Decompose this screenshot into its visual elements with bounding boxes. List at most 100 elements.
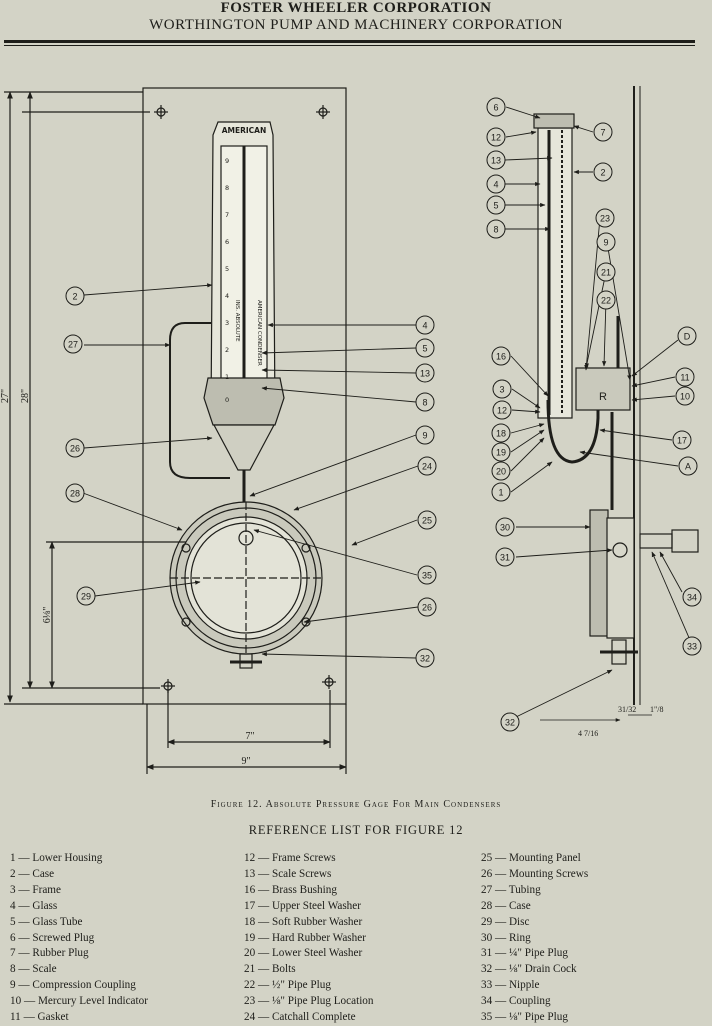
side-callout-label: 8 bbox=[493, 225, 498, 235]
front-callout-circle bbox=[76, 586, 96, 606]
front-callout-circle bbox=[415, 648, 435, 668]
reference-item: 1 — Lower Housing bbox=[10, 852, 103, 864]
side-callout-circle bbox=[675, 367, 695, 387]
scale-label-left: INS. ABSOLUTE bbox=[234, 300, 240, 342]
side-callout-circle bbox=[491, 442, 511, 462]
scale-num-4: 4 bbox=[225, 292, 229, 300]
side-callout-circle bbox=[486, 97, 506, 117]
front-callout-label: 32 bbox=[420, 654, 430, 664]
dim-label-height-inner: 28" bbox=[20, 389, 31, 403]
company-header: FOSTER WHEELER CORPORATION bbox=[220, 0, 492, 16]
front-callout-label: 4 bbox=[422, 321, 427, 331]
side-callout-circle bbox=[486, 219, 506, 239]
tubing bbox=[169, 322, 230, 479]
reference-item: 12 — Frame Screws bbox=[244, 852, 336, 864]
side-callout-circle bbox=[492, 379, 512, 399]
front-callout-label: 29 bbox=[81, 592, 91, 602]
scale-label-right: AMERICAN CONDENSER bbox=[256, 300, 262, 366]
front-callout-label: 24 bbox=[422, 462, 432, 472]
side-callout-circle bbox=[491, 482, 511, 502]
front-callout-circle bbox=[415, 363, 435, 383]
front-leaders bbox=[82, 283, 419, 659]
scale-num-9: 9 bbox=[225, 157, 229, 165]
side-callout-label: 32 bbox=[505, 718, 515, 728]
side-callout-label: 17 bbox=[677, 436, 687, 446]
side-callout-label: 21 bbox=[601, 268, 611, 278]
dim-label-depth-a: 4 7/16 bbox=[578, 729, 598, 738]
front-callout-circle bbox=[415, 338, 435, 358]
side-callout-label: 3 bbox=[499, 385, 504, 395]
reference-item: 16 — Brass Bushing bbox=[244, 883, 337, 896]
side-callout-circle bbox=[593, 162, 613, 182]
scale-num-0: 0 bbox=[225, 396, 229, 404]
reference-item: 35 — ⅛" Pipe Plug bbox=[481, 1011, 568, 1024]
side-callout-label: 31 bbox=[500, 553, 510, 563]
side-callout-label: 30 bbox=[500, 523, 510, 533]
side-callout-circle bbox=[486, 127, 506, 147]
reference-column-1: 1 — Lower Housing 2 — Case 3 — Frame 4 —… bbox=[10, 851, 148, 1026]
scale-num-8: 8 bbox=[225, 184, 229, 192]
front-callout-label: 26 bbox=[422, 603, 432, 613]
dim-label-depth-b: 31/32 bbox=[618, 705, 636, 714]
reference-item: 29 — Disc bbox=[481, 915, 530, 928]
front-callout-circle bbox=[65, 483, 85, 503]
reference-item: 4 — Glass bbox=[10, 899, 58, 912]
callout-group: 2272628294513892425352632612134587223921… bbox=[63, 97, 702, 732]
reference-item: 22 — ½" Pipe Plug bbox=[244, 979, 331, 992]
dim-label-width-outer: 9" bbox=[241, 756, 250, 767]
reference-item: 20 — Lower Steel Washer bbox=[244, 947, 363, 960]
reference-item: 10 — Mercury Level Indicator bbox=[10, 995, 148, 1008]
reference-item: 5 — Glass Tube bbox=[10, 915, 83, 928]
reference-item: 21 — Bolts bbox=[244, 963, 296, 976]
front-callout-circle bbox=[415, 425, 435, 445]
side-housing bbox=[575, 367, 631, 411]
front-callout-circle bbox=[417, 510, 437, 530]
dim-label-depth-c: 1"/8 bbox=[650, 705, 664, 714]
header-rule bbox=[4, 40, 695, 43]
front-callout-label: 26 bbox=[70, 444, 80, 454]
side-callout-circle bbox=[675, 386, 695, 406]
side-callout-circle bbox=[672, 430, 692, 450]
figure-drawing: AMERICAN 9 8 7 6 5 4 3 2 1 0 AMERICAN CO… bbox=[0, 86, 702, 774]
side-callout-label: 7 bbox=[600, 128, 605, 138]
front-callout-label: 5 bbox=[422, 344, 427, 354]
front-callout-label: 8 bbox=[422, 398, 427, 408]
housing-neck bbox=[213, 424, 275, 471]
side-callout-label: A bbox=[685, 462, 691, 472]
panel-screw-holes bbox=[154, 105, 336, 693]
scale-num-7: 7 bbox=[225, 211, 229, 219]
reference-item: 11 — Gasket bbox=[10, 1011, 69, 1024]
reference-item: 13 — Scale Screws bbox=[244, 867, 332, 880]
scale-num-2: 2 bbox=[225, 346, 229, 354]
side-callout-label: 12 bbox=[497, 406, 507, 416]
reference-item: 25 — Mounting Panel bbox=[481, 852, 581, 864]
reference-column-3: 25 — Mounting Panel 26 — Mounting Screws… bbox=[481, 851, 588, 1026]
catchall bbox=[169, 501, 323, 655]
reference-item: 23 — ⅛" Pipe Plug Location bbox=[244, 995, 374, 1008]
side-callout-circle bbox=[596, 262, 616, 282]
reference-item: 19 — Hard Rubber Washer bbox=[244, 931, 366, 944]
gage-case bbox=[210, 121, 276, 416]
reference-item: 32 — ⅛" Drain Cock bbox=[481, 963, 577, 976]
reference-item: 34 — Coupling bbox=[481, 995, 551, 1008]
side-callout-circle bbox=[677, 326, 697, 346]
side-callout-circle bbox=[495, 547, 515, 567]
reference-item: 27 — Tubing bbox=[481, 883, 541, 896]
figure-caption: Figure 12. Absolute Pressure Gage For Ma… bbox=[210, 799, 502, 810]
side-callout-circle bbox=[495, 517, 515, 537]
reference-title: REFERENCE LIST FOR FIGURE 12 bbox=[248, 823, 464, 837]
front-callout-circle bbox=[415, 315, 435, 335]
front-callout-label: 13 bbox=[420, 369, 430, 379]
dim-label-offset: 6⅛" bbox=[42, 607, 53, 624]
side-letter-r: R bbox=[599, 391, 607, 403]
front-callout-circle bbox=[417, 456, 437, 476]
side-callout-circle bbox=[486, 195, 506, 215]
side-callout-circle bbox=[593, 122, 613, 142]
front-callout-circle bbox=[63, 334, 83, 354]
side-catchall bbox=[589, 509, 699, 639]
scale-num-1: 1 bbox=[225, 373, 229, 381]
side-callout-label: 9 bbox=[603, 238, 608, 248]
side-callout-label: 2 bbox=[600, 168, 605, 178]
header-rule-thin bbox=[4, 45, 695, 46]
side-callout-circle bbox=[596, 232, 616, 252]
